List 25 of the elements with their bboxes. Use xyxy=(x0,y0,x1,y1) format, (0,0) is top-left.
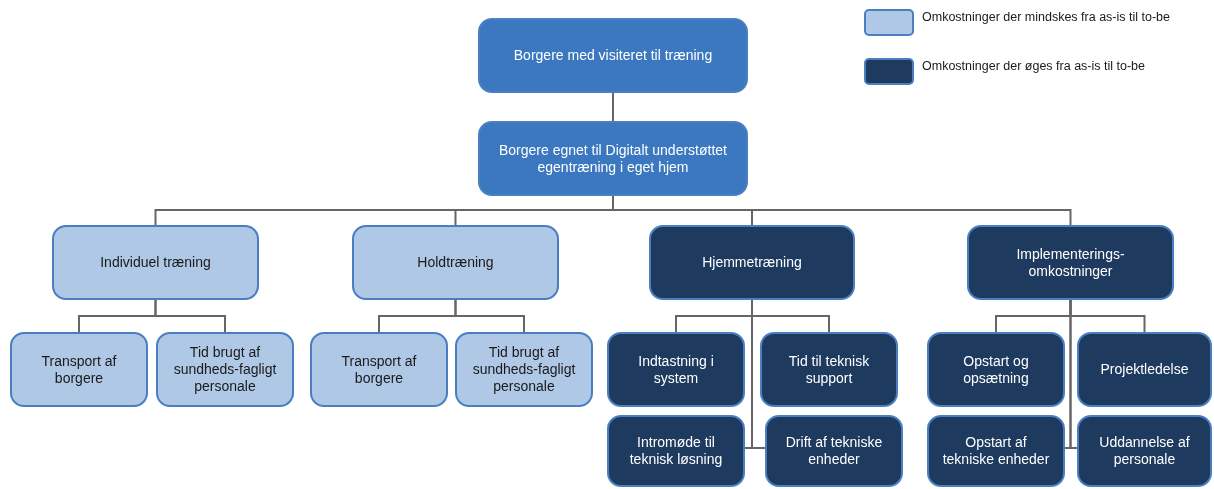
cost-box: Tid brugt af sundheds-fagligt personale xyxy=(455,332,593,407)
cost-box: Tid til teknisk support xyxy=(760,332,898,407)
cost-box: Projektledelse xyxy=(1077,332,1212,407)
cost-box: Transport af borgere xyxy=(310,332,448,407)
cost-box: Opstart og opsætning xyxy=(927,332,1065,407)
cost-box: Individuel træning xyxy=(52,225,259,300)
cost-box: Tid brugt af sundheds-fagligt personale xyxy=(156,332,294,407)
connector-line xyxy=(454,299,525,333)
cost-box: Borgere med visiteret til træning xyxy=(478,18,748,93)
cost-box: Holdtræning xyxy=(352,225,559,300)
cost-box: Transport af borgere xyxy=(10,332,148,407)
legend-text: Omkostninger der øges fra as-is til to-be xyxy=(922,58,1146,74)
legend-text: Omkostninger der mindskes fra as-is til to-be xyxy=(922,9,1171,25)
cost-box: Intromøde til teknisk løsning xyxy=(607,415,745,487)
cost-box: Hjemmetræning xyxy=(649,225,855,300)
connector-line xyxy=(1069,299,1078,449)
cost-box: Borgere egnet til Digitalt understøttet egentræning i eget hjem xyxy=(478,121,748,196)
connector-line xyxy=(154,299,226,333)
cost-box: Opstart af tekniske enheder xyxy=(927,415,1065,487)
connector-line xyxy=(612,92,614,122)
connector-line xyxy=(751,299,766,449)
cost-box: Drift af tekniske enheder xyxy=(765,415,903,487)
cost-box: Uddannelse af personale xyxy=(1077,415,1212,487)
cost-box: Implementerings-omkostninger xyxy=(967,225,1174,300)
cost-box: Indtastning i system xyxy=(607,332,745,407)
